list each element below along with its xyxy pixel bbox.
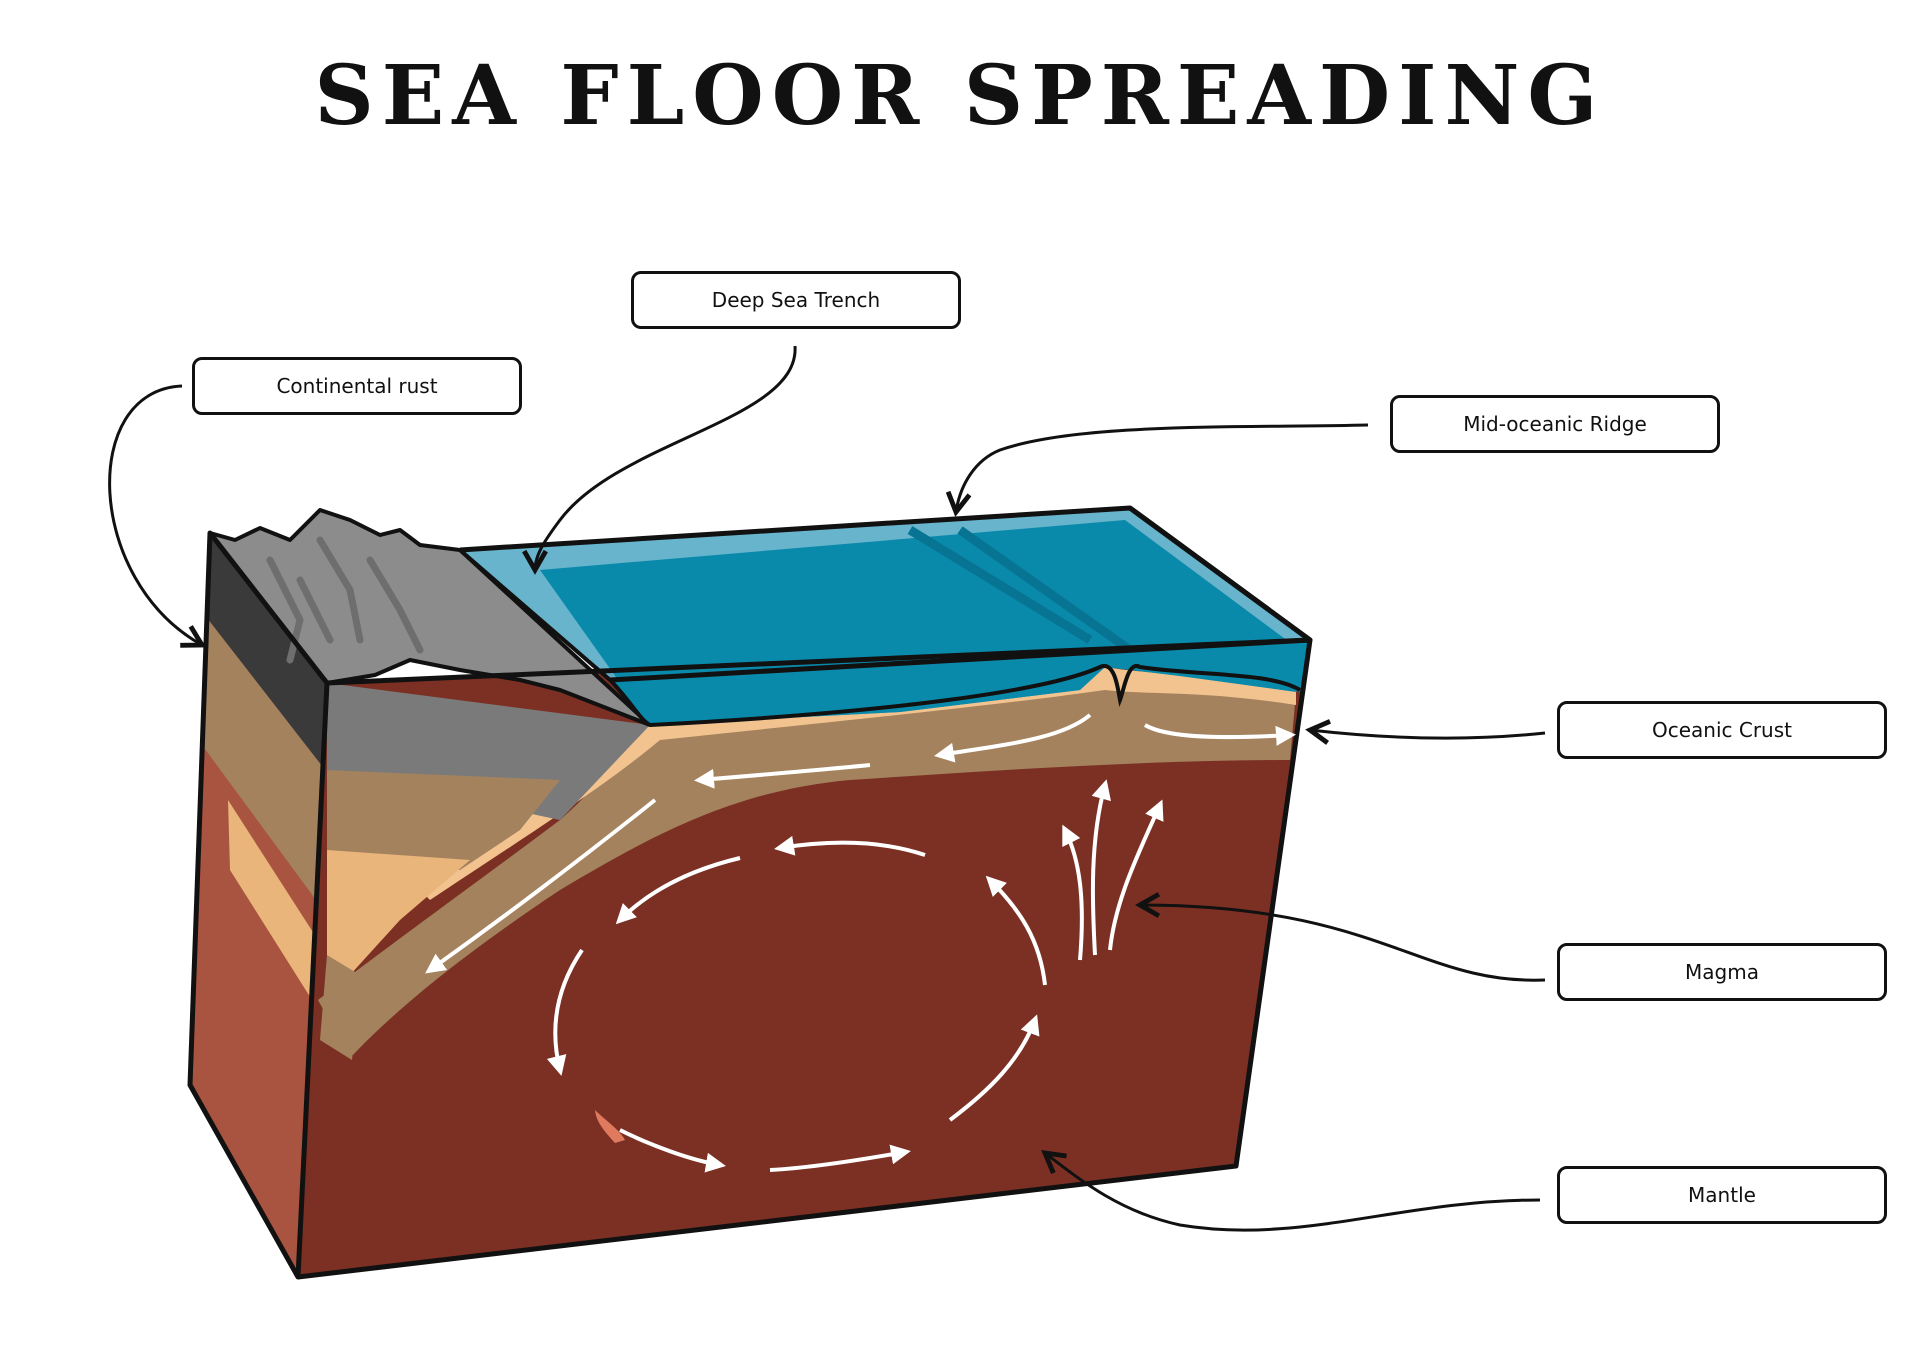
leader-lines <box>108 345 1546 1232</box>
label-oceanic-crust: Oceanic Crust <box>1557 701 1887 759</box>
arrow-crust-left-1 <box>934 713 1092 763</box>
leader-mantle <box>1041 1150 1541 1232</box>
label-continental-crust-text: Continental rust <box>276 374 438 398</box>
arrow-crust-right <box>1143 723 1296 746</box>
arrow-crust-left-2 <box>694 763 871 789</box>
label-oceanic-crust-text: Oceanic Crust <box>1651 718 1792 742</box>
label-magma-text: Magma <box>1685 960 1759 984</box>
leader-continental-crust <box>108 384 207 648</box>
arrow-convection-left <box>546 948 584 1076</box>
crust-flow-arrows <box>425 713 1296 974</box>
label-continental-crust: Continental rust <box>192 357 522 415</box>
convection-arrows <box>546 779 1164 1173</box>
mid-ocean-ridge-rift <box>907 526 1133 654</box>
arrow-convection-bottom-left <box>619 1128 726 1173</box>
label-mid-oceanic-ridge-text: Mid-oceanic Ridge <box>1463 412 1647 436</box>
magma-blob <box>595 1110 625 1143</box>
arrow-subduction <box>425 798 657 974</box>
mountain-ridges <box>266 536 424 664</box>
continent-ocean-boundary <box>458 548 652 727</box>
leader-oceanic-crust <box>1305 719 1546 745</box>
label-deep-sea-trench-text: Deep Sea Trench <box>711 288 881 312</box>
subducting-plate <box>318 667 1296 1058</box>
leader-mid-oceanic-ridge <box>945 423 1369 517</box>
page-title: SEA FLOOR SPREADING <box>314 48 1606 144</box>
ocean-front-band <box>610 640 1310 725</box>
arrow-convection-top <box>774 835 926 857</box>
block-outline <box>187 505 1313 1280</box>
label-mid-oceanic-ridge: Mid-oceanic Ridge <box>1390 395 1720 453</box>
arrow-convection-right <box>985 875 1047 986</box>
label-mantle-text: Mantle <box>1688 1183 1756 1207</box>
arrow-magma-up-1 <box>1090 779 1111 956</box>
arrow-magma-up-3 <box>1062 824 1084 961</box>
label-deep-sea-trench: Deep Sea Trench <box>631 271 961 329</box>
block-left-face <box>190 533 327 1277</box>
label-mantle: Mantle <box>1557 1166 1887 1224</box>
continental-crust-layers <box>320 683 650 1060</box>
leader-deep-sea-trench <box>522 345 797 575</box>
arrow-convection-bottom-right <box>948 1014 1040 1122</box>
leader-magma <box>1135 892 1546 982</box>
arrow-convection-bottom <box>769 1144 911 1172</box>
arrow-convection-top-left <box>615 856 741 925</box>
ridge-outline <box>649 663 1302 727</box>
arrow-magma-up-2 <box>1108 799 1164 951</box>
label-magma: Magma <box>1557 943 1887 1001</box>
